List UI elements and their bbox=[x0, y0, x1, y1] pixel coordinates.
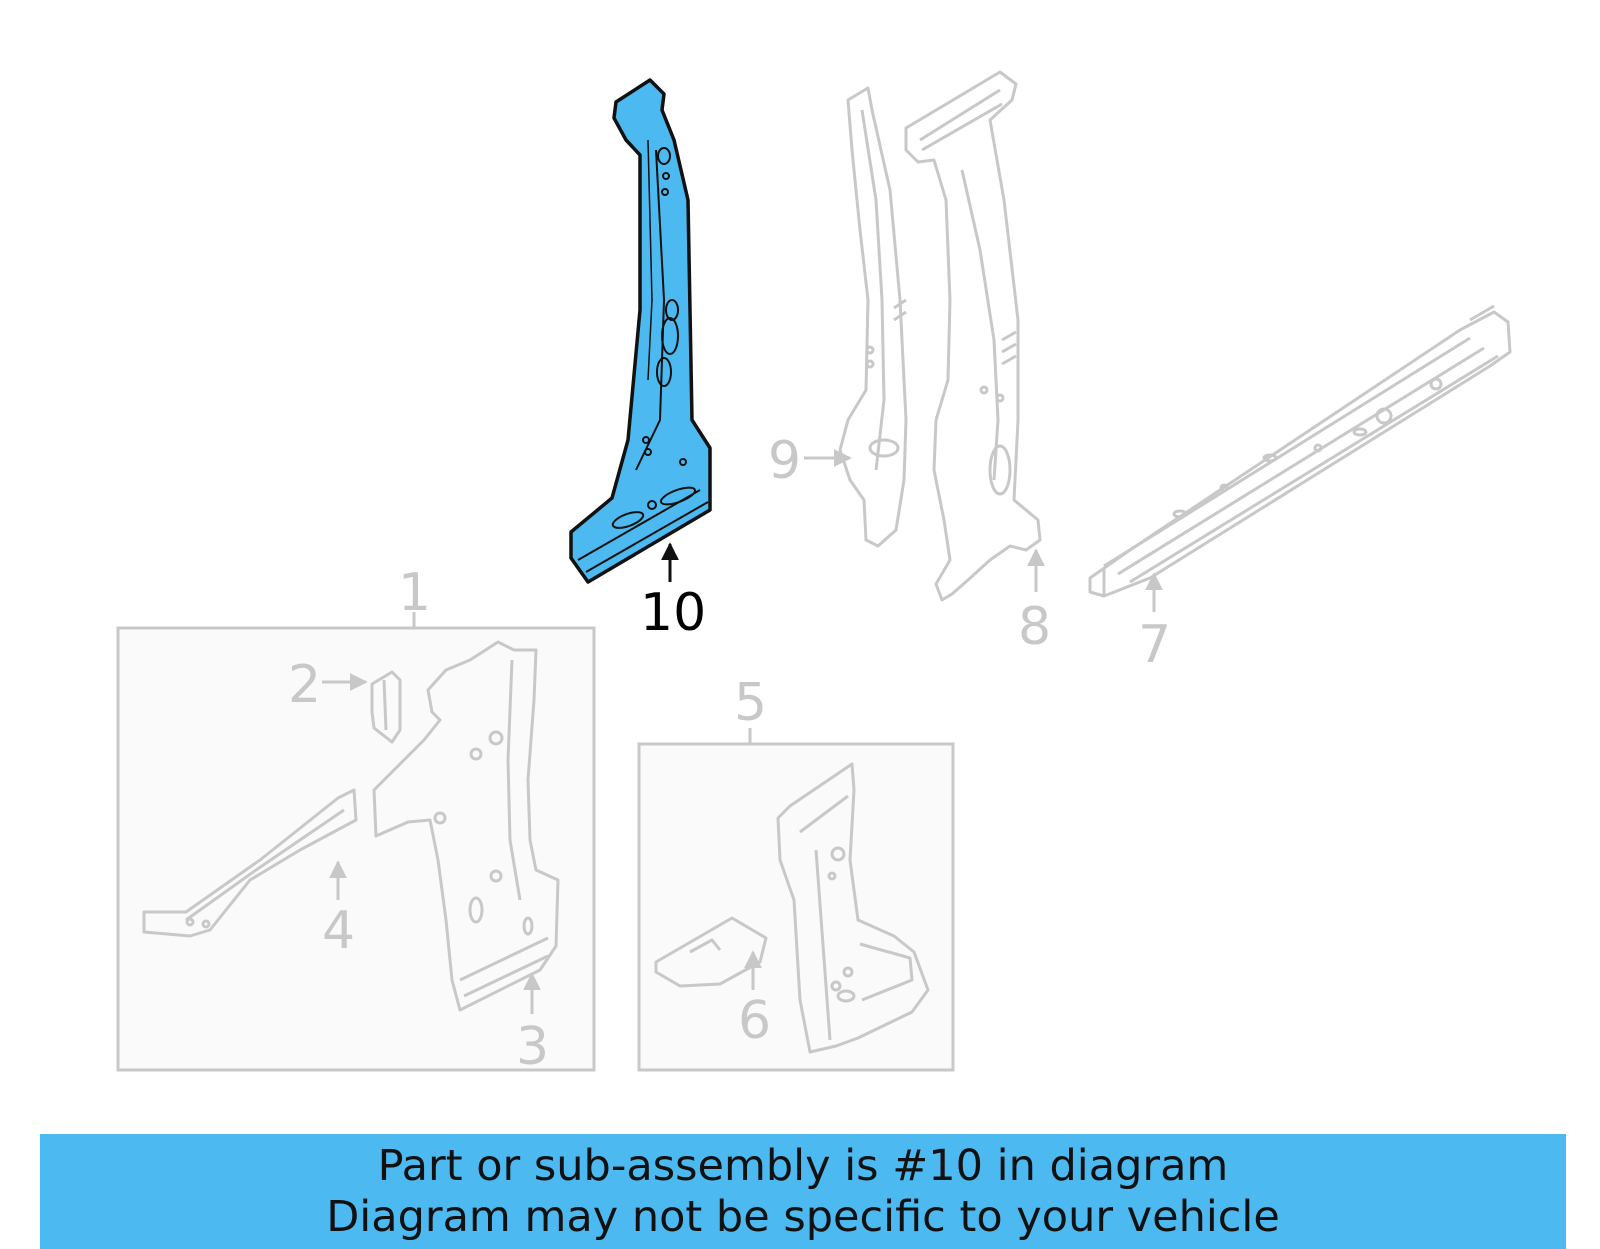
info-banner: Part or sub-assembly is #10 in diagram D… bbox=[40, 1134, 1566, 1249]
callout-2[interactable]: 2 bbox=[288, 655, 321, 715]
part-4-reinforcement[interactable] bbox=[142, 788, 358, 938]
callout-5[interactable]: 5 bbox=[734, 673, 767, 733]
part-6-bracket[interactable] bbox=[654, 916, 768, 988]
callout-9[interactable]: 9 bbox=[768, 431, 801, 491]
part-5-pillar-lower[interactable] bbox=[776, 762, 930, 1054]
callout-7[interactable]: 7 bbox=[1138, 615, 1171, 675]
callout-4[interactable]: 4 bbox=[322, 901, 355, 961]
callout-10[interactable]: 10 bbox=[640, 583, 706, 643]
banner-line-1: Part or sub-assembly is #10 in diagram bbox=[377, 1140, 1229, 1191]
callout-6[interactable]: 6 bbox=[738, 991, 771, 1051]
part-9-reinforcement[interactable] bbox=[838, 86, 908, 548]
part-3-pillar-outer[interactable] bbox=[372, 640, 560, 1012]
assembly-box-1 bbox=[116, 612, 596, 1072]
part-10-pillar[interactable] bbox=[569, 78, 712, 584]
callout-3[interactable]: 3 bbox=[516, 1017, 549, 1077]
part-2-bracket[interactable] bbox=[370, 670, 402, 744]
banner-line-2: Diagram may not be specific to your vehi… bbox=[326, 1191, 1280, 1242]
callout-8[interactable]: 8 bbox=[1018, 597, 1051, 657]
callout-1[interactable]: 1 bbox=[398, 563, 431, 623]
assembly-box-5 bbox=[637, 728, 955, 1072]
part-7-rocker[interactable] bbox=[1088, 304, 1512, 598]
leader-arrows bbox=[322, 449, 1163, 1014]
part-8-pillar-inner[interactable] bbox=[904, 70, 1042, 602]
